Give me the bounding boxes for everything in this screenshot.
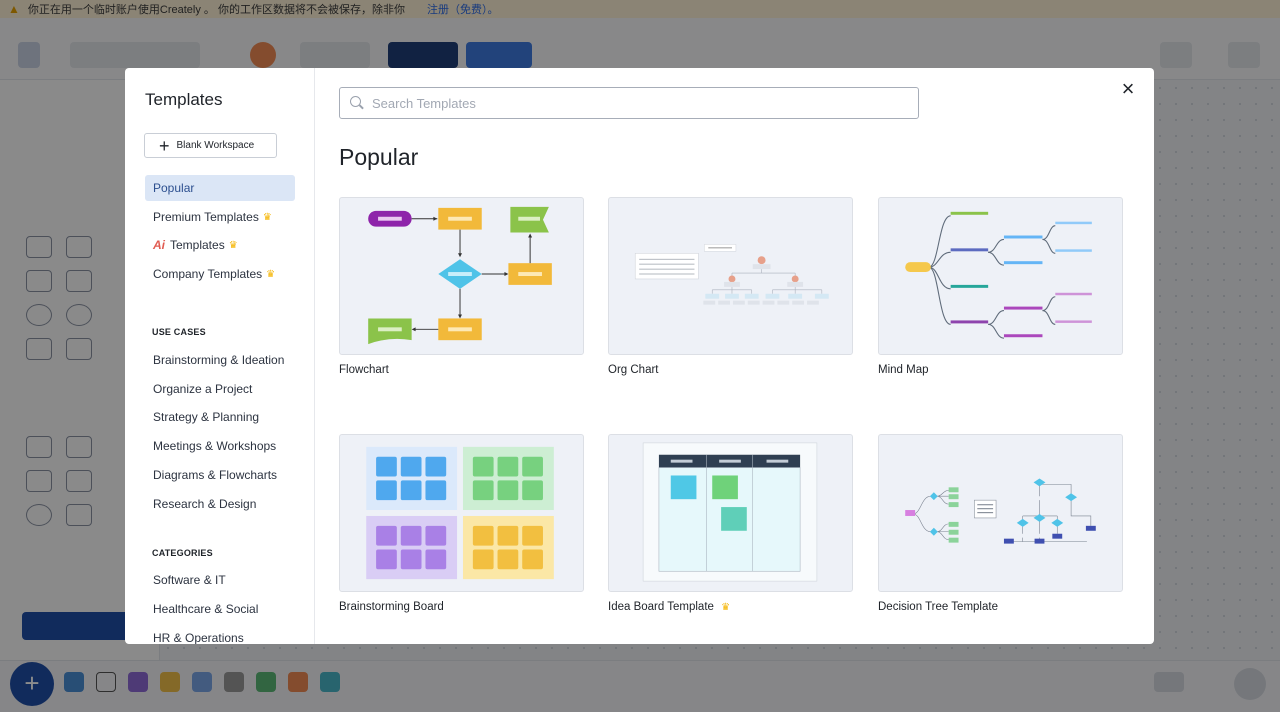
warning-triangle-icon: ▲ — [8, 2, 20, 16]
panel-icon[interactable] — [1228, 42, 1260, 68]
plugin-tool-icon[interactable] — [288, 672, 308, 692]
crown-icon: ♛ — [228, 239, 238, 251]
flowchart-thumbnail — [368, 206, 552, 345]
template-card-mind-map[interactable] — [878, 197, 1123, 355]
add-fab-button[interactable]: + — [10, 662, 54, 706]
close-icon[interactable]: × — [1121, 76, 1135, 101]
nav-label: Templates — [170, 238, 225, 252]
image-tool-icon[interactable] — [64, 672, 84, 692]
nav-item-popular[interactable]: Popular — [145, 175, 295, 201]
shape-person[interactable] — [26, 436, 52, 458]
frame-tool-icon[interactable] — [96, 672, 116, 692]
comments-icon[interactable] — [1160, 42, 1192, 68]
apps-tool-icon[interactable] — [320, 672, 340, 692]
nav-item-company-templates[interactable]: Company Templates ♛ — [145, 261, 295, 287]
shape-round[interactable] — [26, 270, 52, 292]
nav-label: Premium Templates — [153, 210, 259, 224]
shape-circle[interactable] — [26, 304, 52, 326]
register-link[interactable]: 注册（免费）。 — [426, 4, 499, 16]
template-name[interactable]: Mind Map — [878, 364, 929, 376]
template-card-decision-tree[interactable] — [878, 434, 1123, 592]
shape-tool-icon[interactable] — [256, 672, 276, 692]
template-name[interactable]: Flowchart — [339, 364, 389, 376]
blank-workspace-label: Blank Workspace — [176, 140, 255, 151]
modal-title: Templates — [145, 90, 223, 109]
shape-note[interactable] — [66, 470, 92, 492]
nav-item-category[interactable]: Software & IT — [153, 573, 226, 587]
org-chart-thumbnail — [634, 244, 829, 305]
nav-item-category[interactable]: Healthcare & Social — [153, 602, 259, 616]
ai-icon: Ai — [153, 238, 165, 252]
nav-item-use-case[interactable]: Brainstorming & Ideation — [153, 353, 285, 367]
template-name: Idea Board Template — [608, 601, 714, 613]
brainstorming-board-thumbnail — [366, 446, 554, 580]
text-tool-icon[interactable] — [128, 672, 148, 692]
shape-rect[interactable] — [26, 236, 52, 258]
nav-item-premium-templates[interactable]: Premium Templates ♛ — [145, 204, 295, 230]
nav-item-ai-templates[interactable]: Ai Templates ♛ — [145, 232, 295, 258]
shape-square[interactable] — [66, 236, 92, 258]
template-card-org-chart[interactable] — [608, 197, 853, 355]
sticky-tool-icon[interactable] — [160, 672, 180, 692]
pen-tool-icon[interactable] — [224, 672, 244, 692]
use-cases-heading: USE CASES — [152, 327, 206, 337]
template-card-flowchart[interactable] — [339, 197, 584, 355]
template-name-row[interactable]: Idea Board Template ♛ — [608, 601, 730, 613]
nav-item-use-case[interactable]: Diagrams & Flowcharts — [153, 468, 278, 482]
mind-map-thumbnail — [905, 211, 1092, 339]
shape-gear[interactable] — [26, 504, 52, 526]
shape-shield[interactable] — [66, 504, 92, 526]
shape-box[interactable] — [26, 470, 52, 492]
crown-icon: ♛ — [262, 211, 272, 223]
section-title: Popular — [339, 144, 419, 170]
search-input[interactable] — [372, 95, 892, 111]
template-name[interactable]: Brainstorming Board — [339, 601, 444, 613]
template-name[interactable]: Org Chart — [608, 364, 659, 376]
table-tool-icon[interactable] — [192, 672, 212, 692]
shape-oct[interactable] — [66, 338, 92, 360]
shape-doc[interactable] — [66, 270, 92, 292]
template-card-idea-board[interactable] — [608, 434, 853, 592]
avatar[interactable] — [250, 42, 276, 68]
nav-item-use-case[interactable]: Research & Design — [153, 497, 257, 511]
idea-board-thumbnail — [642, 442, 818, 582]
bottom-toolbar — [0, 660, 1280, 712]
home-icon[interactable] — [18, 42, 40, 68]
crown-icon: ♛ — [266, 268, 276, 280]
templates-modal: Templates + Blank Workspace Popular Prem… — [125, 68, 1154, 644]
temp-account-warning-bar: ▲ 你正在用一个临时账户使用Creately 。 你的工作区数据将不会被保存，除… — [0, 0, 1280, 18]
shape-ellipse[interactable] — [66, 304, 92, 326]
search-box[interactable] — [339, 87, 919, 119]
nav-item-use-case[interactable]: Meetings & Workshops — [153, 439, 277, 453]
plus-icon: + — [159, 135, 170, 156]
search-icon — [350, 96, 364, 110]
help-icon[interactable] — [1234, 668, 1266, 700]
decision-tree-thumbnail — [905, 478, 1096, 544]
template-name[interactable]: Decision Tree Template — [878, 601, 998, 613]
share-button[interactable] — [388, 42, 458, 68]
shape-cube[interactable] — [66, 436, 92, 458]
blank-workspace-button[interactable]: + Blank Workspace — [144, 133, 277, 158]
nav-label: Company Templates — [153, 267, 263, 281]
toolbar-menu-button[interactable] — [300, 42, 370, 68]
nav-item-category[interactable]: HR & Operations — [153, 631, 244, 644]
nav-label: Popular — [153, 181, 195, 195]
templates-sidebar: Templates + Blank Workspace Popular Prem… — [125, 68, 315, 644]
nav-item-use-case[interactable]: Strategy & Planning — [153, 410, 260, 424]
workspace-title-field[interactable] — [70, 42, 200, 68]
categories-heading: CATEGORIES — [152, 548, 213, 558]
warning-text: 你正在用一个临时账户使用Creately 。 你的工作区数据将不会被保存，除非你 — [27, 4, 405, 16]
nav-item-use-case[interactable]: Organize a Project — [153, 382, 253, 396]
zoom-level-box[interactable] — [1154, 672, 1184, 692]
templates-main: × Popular — [315, 68, 1154, 644]
crown-icon: ♛ — [721, 602, 731, 613]
shape-hex[interactable] — [26, 338, 52, 360]
present-button[interactable] — [466, 42, 532, 68]
template-card-brainstorming-board[interactable] — [339, 434, 584, 592]
